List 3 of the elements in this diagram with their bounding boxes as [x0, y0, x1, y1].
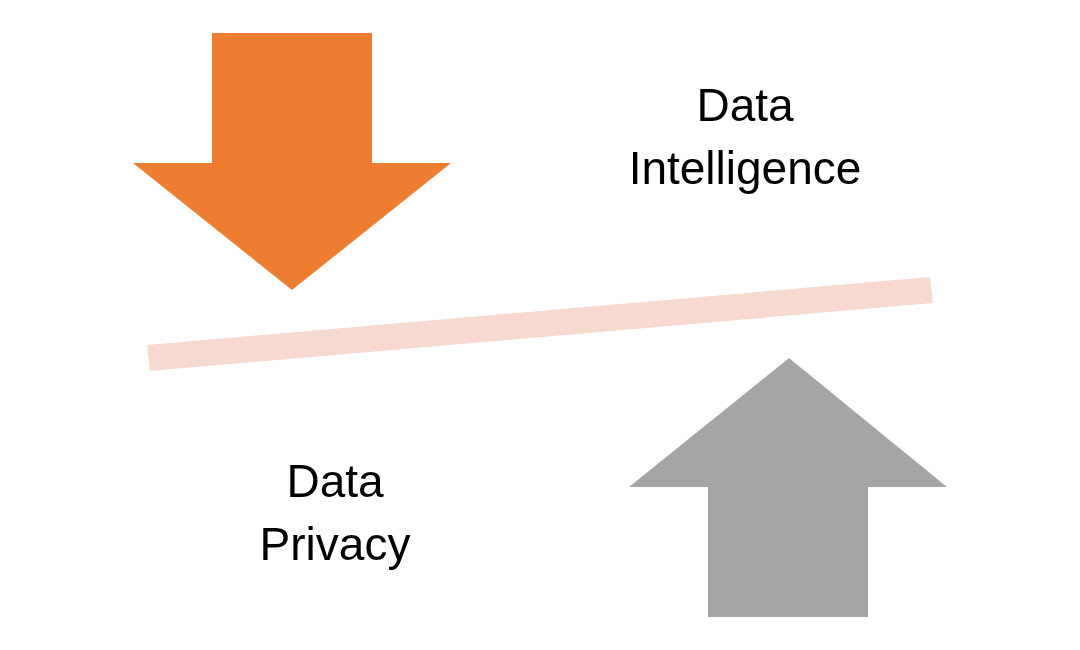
caption-text: Data Intelligence [627, 78, 863, 196]
balance-beam [147, 277, 933, 371]
caption-text: Data Privacy [258, 454, 412, 572]
